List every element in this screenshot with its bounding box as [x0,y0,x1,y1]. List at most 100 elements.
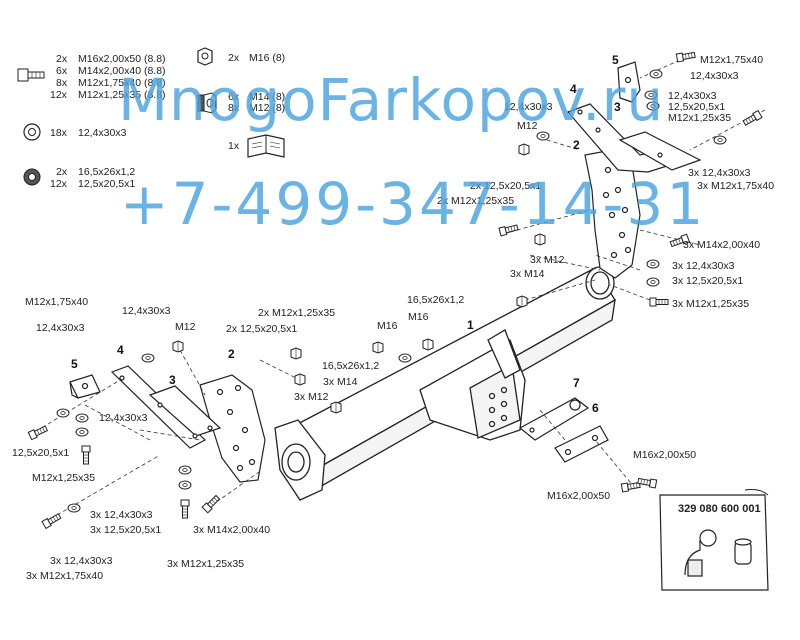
label: 3x M14 [323,376,358,388]
legend-spec: M12x1,75x40 (8.8) [78,77,166,89]
part-number-2: 2 [228,347,235,361]
washer-icon [398,353,412,363]
label: 3x M12x1,75x40 [26,570,104,582]
nut-icon [518,143,530,156]
legend-nut-icon [197,47,213,66]
label: 3x M12 [294,391,329,403]
part-number-5: 5 [71,357,78,371]
watermark-phone: +7-499-347-14-31 [120,170,707,238]
legend-qty: 8x [56,77,68,89]
strap-left [110,365,222,449]
ball-plate-7 [518,397,590,441]
label: 3x M12x1,25x35 [167,558,245,570]
legend-spring-washer-icon [23,168,41,186]
label: 12,4x30x3 [690,70,739,82]
label: 16,5x26x1,2 [322,360,380,372]
label: 12,4x30x3 [36,322,85,334]
legend-washer-icon [23,123,41,141]
label: M12 [175,321,196,333]
l-bracket-right [617,61,641,103]
legend-qty: 1x [228,140,240,152]
legend-qty: 12x [50,89,67,101]
washer-icon [646,277,660,287]
label: M12 [517,120,538,132]
label: 3x 12,4x30x3 [90,509,153,521]
label: 12,5x20,5x1 [668,101,726,113]
legend-qty: 2x [228,52,240,64]
label: 3x 12,4x30x3 [50,555,113,567]
part-number-5: 5 [612,53,619,67]
bolt-icon [180,499,190,519]
legend-spec: 12,4x30x3 [78,127,127,139]
label: M16x2,00x50 [547,490,611,502]
ball-plate-6 [554,425,609,463]
washer-icon [178,465,192,475]
washer-icon [75,413,89,423]
part-number-4: 4 [570,82,577,96]
part-number-4: 4 [117,343,124,357]
label: 2x M12x1,25x35 [437,195,515,207]
label: 12,4x30x3 [668,90,717,102]
part-number-2: 2 [573,138,580,152]
bolt-icon [741,110,763,127]
label: 2x 12,5x20,5x1 [470,180,542,192]
legend-qty: 6x [56,65,68,77]
nut-icon [330,401,342,414]
washer-icon [67,503,81,513]
side-bracket-left [199,374,266,483]
label: 3x 12,4x30x3 [688,167,751,179]
legend-spec: M14x2,00x40 (8.8) [78,65,166,77]
washer-icon [75,427,89,437]
legend-qty: 18x [50,127,67,139]
nut-icon [372,341,384,354]
label: 16,5x26x1,2 [407,294,465,306]
book-icon [247,134,285,158]
bolt-icon [649,297,669,307]
washer-icon [178,480,192,490]
part-number-7: 7 [573,376,580,390]
bolt-icon [675,50,696,63]
label: 12,4x30x3 [504,101,553,113]
l-bracket-left [69,374,101,399]
bolt-icon [81,445,91,465]
label: 2x M12x1,25x35 [258,307,336,319]
nut-icon [172,340,184,353]
part-number-3: 3 [614,100,621,114]
label: 3x 12,5x20,5x1 [90,524,162,536]
label: 3x 12,5x20,5x1 [672,275,744,287]
label: 12,4x30x3 [99,412,148,424]
label: 3x 12,4x30x3 [672,260,735,272]
label: M12x1,75x40 [25,296,89,308]
label: 2x 12,5x20,5x1 [226,323,298,335]
legend-qty: 2x [56,53,68,65]
legend-qty: 6x [228,91,240,103]
bolt-icon [41,512,63,529]
bolt-icon [27,424,49,441]
legend-nut-pair-icon [197,92,217,114]
watermark-site: MnogoFarkopov.ru [118,66,665,134]
nut-icon [516,295,528,308]
legend-spec: M12 (8) [249,102,286,114]
tow-ball-icon [684,529,717,577]
label: 3x M12x1,75x40 [697,180,775,192]
label: 3x M14x2,00x40 [683,239,761,251]
legend-spec: M16x2,00x50 (8.8) [78,53,166,65]
part-number-6: 6 [592,401,599,415]
legend-spec: 16,5x26x1,2 [78,166,136,178]
label: 12,5x20,5x1 [12,447,70,459]
main-crossbeam [274,266,616,501]
label: M16 [408,311,429,323]
nut-icon [294,373,306,386]
side-bracket-right [584,149,641,279]
washer-icon [646,259,660,269]
label: M12x1,25x35 [32,472,96,484]
label: M12x1,25x35 [668,112,732,124]
legend-spec: M16 (8) [249,52,286,64]
washer-icon [56,408,70,418]
bolt-icon [201,493,222,514]
legend-spec: M14 (8) [249,91,286,103]
legend-qty: 2x [56,166,68,178]
label: 3x M12x1,25x35 [672,298,750,310]
strap-right [566,103,702,173]
